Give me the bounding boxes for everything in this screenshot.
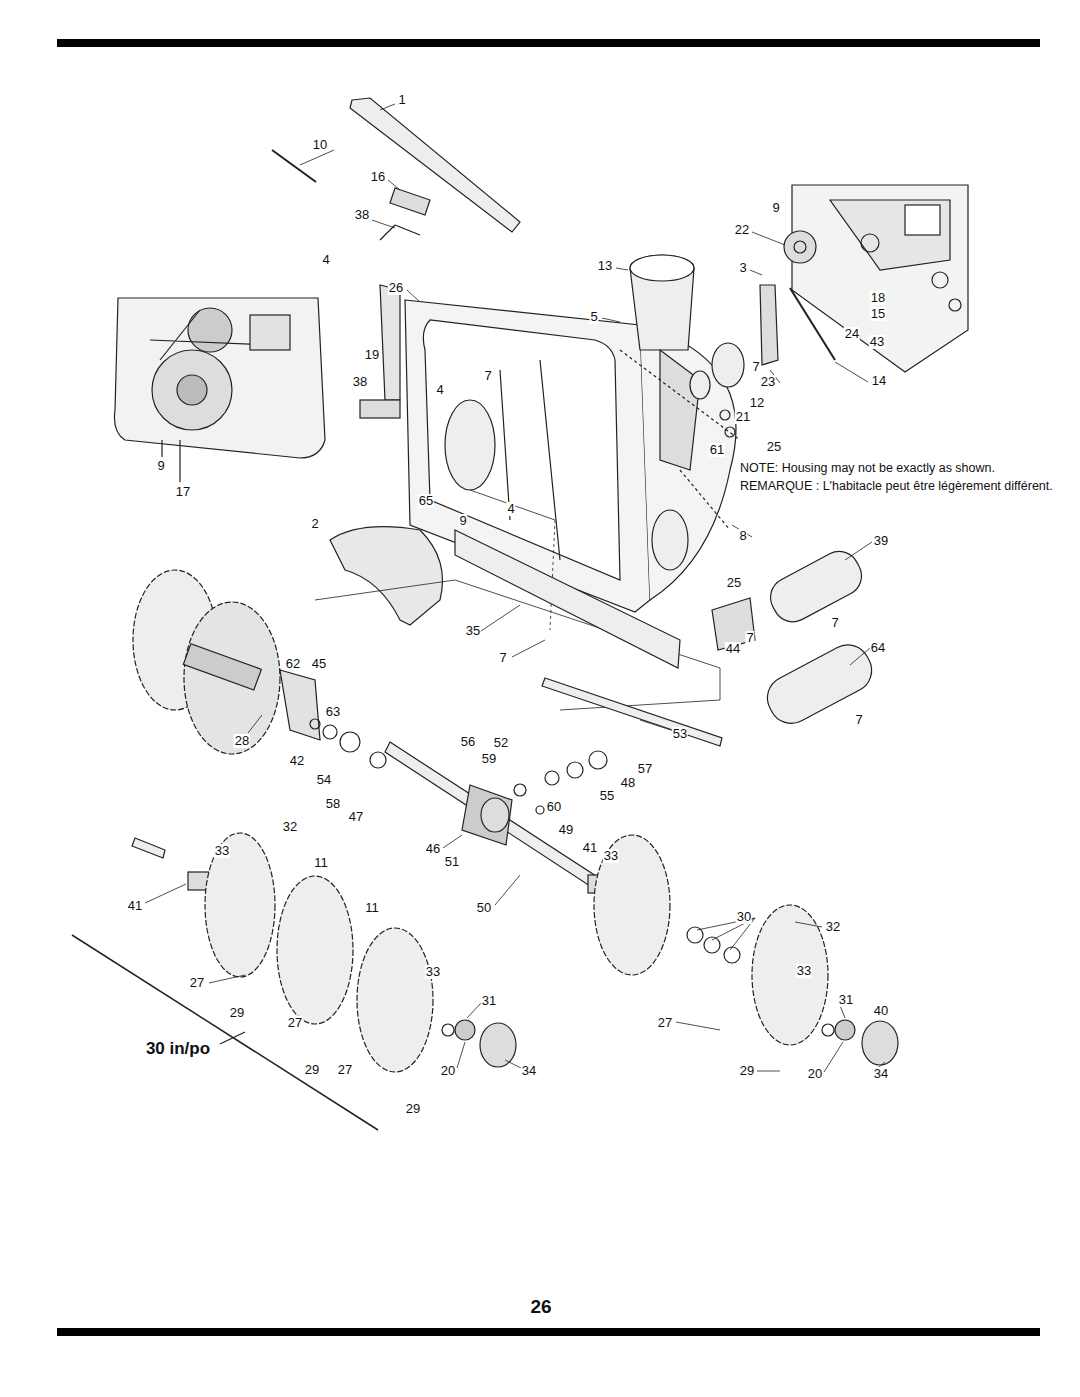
callout-number: 58 [325,797,341,811]
callout-number: 64 [870,641,886,655]
callout-number: 55 [599,789,615,803]
callout-number: 15 [870,307,886,321]
callout-number: 33 [214,844,230,858]
callout-number: 30 [736,910,752,924]
callout-number: 35 [465,624,481,638]
callout-number: 4 [435,383,444,397]
callout-number: 44 [725,642,741,656]
callout-number: 24 [844,327,860,341]
callout-number: 33 [425,965,441,979]
callout-number: 63 [325,705,341,719]
callout-number: 26 [388,281,404,295]
callout-number: 65 [418,494,434,508]
callout-number: 3 [738,261,747,275]
callout-number: 7 [498,651,507,665]
callout-number: 22 [734,223,750,237]
callout-number: 61 [709,443,725,457]
callout-number: 27 [657,1016,673,1030]
callout-number: 45 [311,657,327,671]
callout-number: 7 [745,631,754,645]
callout-number: 41 [582,841,598,855]
callout-number: 20 [807,1067,823,1081]
callout-number: 27 [337,1063,353,1077]
callout-number: 17 [175,485,191,499]
callout-number: 54 [316,773,332,787]
callout-number: 21 [735,410,751,424]
note-text: REMARQUE : L'habitacle peut être légèrem… [740,478,1070,495]
callout-number: 29 [304,1063,320,1077]
callout-number: 51 [444,855,460,869]
callout-number: 59 [481,752,497,766]
callout-number: 28 [234,734,250,748]
callout-number: 62 [285,657,301,671]
callout-number: 46 [425,842,441,856]
callout-number: 7 [751,360,760,374]
callout-number: 9 [771,201,780,215]
callout-number: 50 [476,901,492,915]
callout-number: 43 [869,335,885,349]
callout-number: 4 [506,502,515,516]
callout-number: 52 [493,736,509,750]
callout-number: 7 [483,369,492,383]
callout-number: 53 [672,727,688,741]
callout-number: 16 [370,170,386,184]
callout-number: 41 [127,899,143,913]
callout-number: 33 [796,964,812,978]
callout-number: 47 [348,810,364,824]
callout-number: 39 [873,534,889,548]
callout-number: 10 [312,138,328,152]
callout-number: 42 [289,754,305,768]
callout-number: 48 [620,776,636,790]
callout-number: 23 [760,375,776,389]
callout-number: 38 [352,375,368,389]
callout-number: 32 [282,820,298,834]
callout-number: 25 [726,576,742,590]
callout-number: 29 [405,1102,421,1116]
callout-number: 27 [189,976,205,990]
callout-number: 60 [546,800,562,814]
callout-number: 18 [870,291,886,305]
callout-number: 4 [321,253,330,267]
callout-number: 9 [458,514,467,528]
callout-number: 57 [637,762,653,776]
callout-number: 7 [830,616,839,630]
callout-number: 25 [766,440,782,454]
callout-number: 1 [397,93,406,107]
callout-number: 9 [156,459,165,473]
size-label: 30 in/po [145,1039,211,1058]
callout-number: 31 [838,993,854,1007]
callout-number: 32 [825,920,841,934]
callout-number: 5 [589,310,598,324]
callout-number: 14 [871,374,887,388]
callout-number: 31 [481,994,497,1008]
callout-number: 27 [287,1016,303,1030]
callout-number: 2 [310,517,319,531]
callout-number: 7 [854,713,863,727]
callout-number: 40 [873,1004,889,1018]
callout-number: 29 [739,1064,755,1078]
callout-number: 13 [597,259,613,273]
page-number: 26 [529,1296,552,1317]
callout-number: 29 [229,1006,245,1020]
callout-number: 8 [738,529,747,543]
callout-number: 56 [460,735,476,749]
callout-number: 38 [354,208,370,222]
note-text: NOTE: Housing may not be exactly as show… [740,460,1070,477]
callout-number: 33 [603,849,619,863]
callout-number: 34 [873,1067,889,1081]
callout-number: 11 [313,856,329,870]
callout-number: 34 [521,1064,537,1078]
callout-number: 20 [440,1064,456,1078]
callout-number: 19 [364,348,380,362]
callout-number: 12 [749,396,765,410]
callout-number: 49 [558,823,574,837]
callout-number: 11 [364,901,380,915]
